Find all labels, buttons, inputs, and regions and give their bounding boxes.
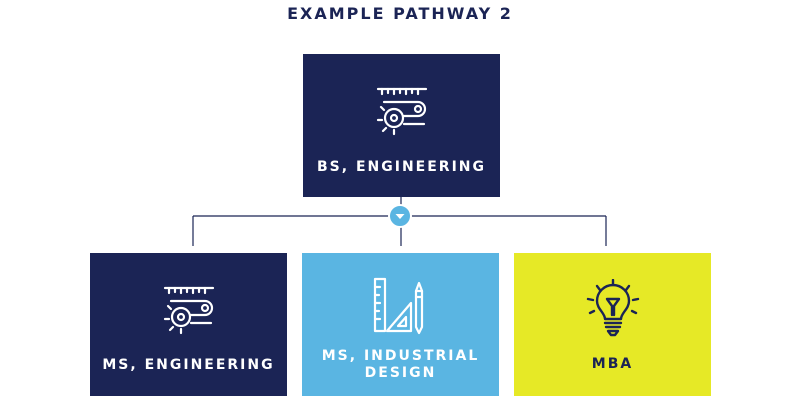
node-ms-engineering: MS, ENGINEERING	[90, 253, 287, 396]
conveyor-gear-icon	[376, 87, 427, 136]
node-bs-engineering: BS, ENGINEERING	[303, 54, 500, 197]
node-ms-industrial-design: MS, INDUSTRIAL DESIGN	[302, 253, 499, 396]
conveyor-gear-icon	[163, 286, 214, 335]
expand-toggle-button[interactable]	[388, 204, 412, 228]
node-label: MS, INDUSTRIAL DESIGN	[321, 348, 480, 381]
page-title: EXAMPLE PATHWAY 2	[287, 4, 513, 23]
lightbulb-icon	[586, 279, 639, 337]
chevron-down-icon	[395, 214, 405, 219]
node-label: MS, ENGINEERING	[102, 357, 275, 373]
node-mba: MBA	[514, 253, 711, 396]
drafting-tools-icon	[373, 277, 423, 335]
node-label: MBA	[591, 356, 634, 372]
node-label: BS, ENGINEERING	[317, 159, 486, 175]
